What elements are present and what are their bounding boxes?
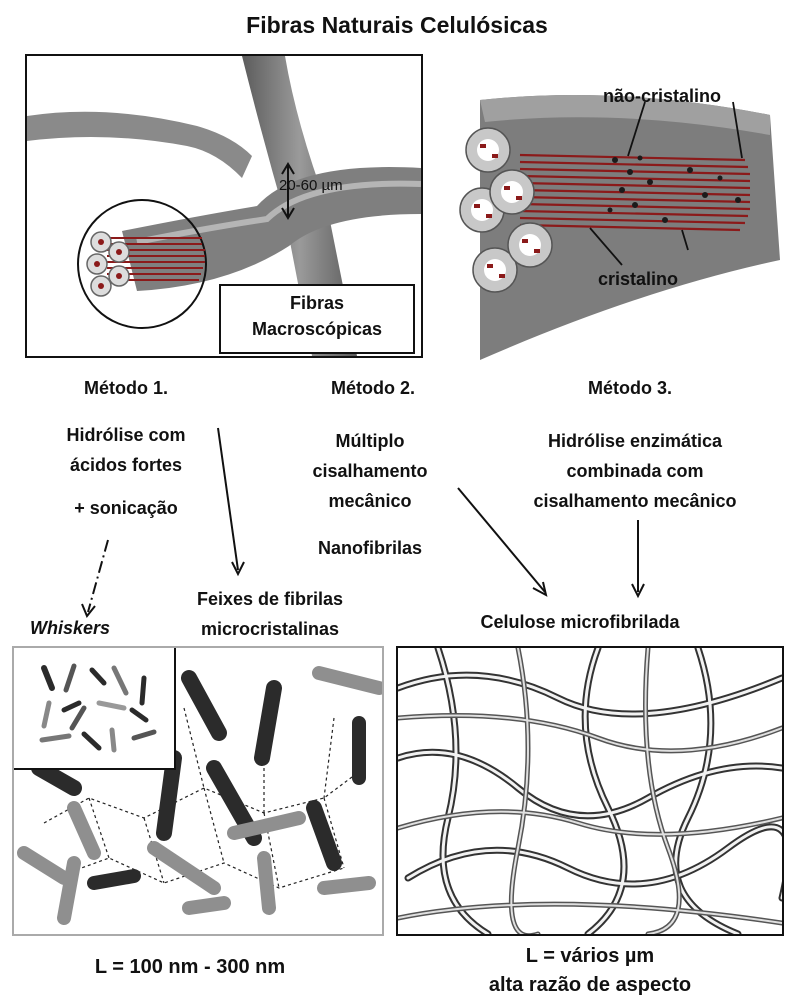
bundles-label-line1: Feixes de fibrilas [165, 589, 375, 610]
method-2-line2: cisalhamento [270, 461, 470, 482]
method-3-title: Método 3. [560, 378, 700, 399]
mfc-length-label: L = vários µm [400, 945, 780, 969]
microcrystalline-bundles-panel [12, 646, 384, 936]
macroscopic-caption-box: Fibras Macroscópicas [219, 284, 415, 354]
mfc-label: Celulose microfibrilada [410, 612, 750, 633]
method-1-title: Método 1. [66, 378, 186, 399]
fibril-structure-panel: não-cristalino cristalino [440, 60, 780, 360]
microfibrillated-cellulose-panel [396, 646, 784, 936]
whiskers-label: Whiskers [30, 618, 110, 639]
method-2-title: Método 2. [308, 378, 438, 399]
method-1-line1: Hidrólise com [26, 425, 226, 446]
method-3-line3: cisalhamento mecânico [490, 491, 780, 512]
method-3-line2: combinada com [500, 461, 770, 482]
macroscopic-fiber-panel: 20-60 µm Fibras Macroscópicas [25, 54, 423, 358]
mfc-aspect-label: alta razão de aspecto [400, 974, 780, 998]
method-1-line2: ácidos fortes [26, 455, 226, 476]
whiskers-length-label: L = 100 nm - 300 nm [20, 956, 360, 980]
method-2-line3: mecânico [270, 491, 470, 512]
fiber-diameter-label: 20-60 µm [279, 177, 343, 195]
macroscopic-caption-line1: Fibras [221, 293, 413, 314]
crystalline-label: cristalino [598, 269, 678, 290]
method-2-line1: Múltiplo [270, 431, 470, 452]
method-1-line3: + sonicação [26, 498, 226, 519]
whiskers-inset [12, 646, 176, 770]
bundles-label-line2: microcristalinas [165, 619, 375, 640]
page-title: Fibras Naturais Celulósicas [0, 12, 794, 39]
method-2-line4: Nanofibrilas [270, 538, 470, 559]
whiskers-illustration [14, 648, 174, 768]
method-3-line1: Hidrólise enzimática [500, 431, 770, 452]
whiskers-arrow [88, 540, 108, 612]
macroscopic-caption-line2: Macroscópicas [221, 319, 413, 340]
non-crystalline-label: não-cristalino [603, 86, 721, 107]
microfibril-network-illustration [398, 648, 782, 934]
